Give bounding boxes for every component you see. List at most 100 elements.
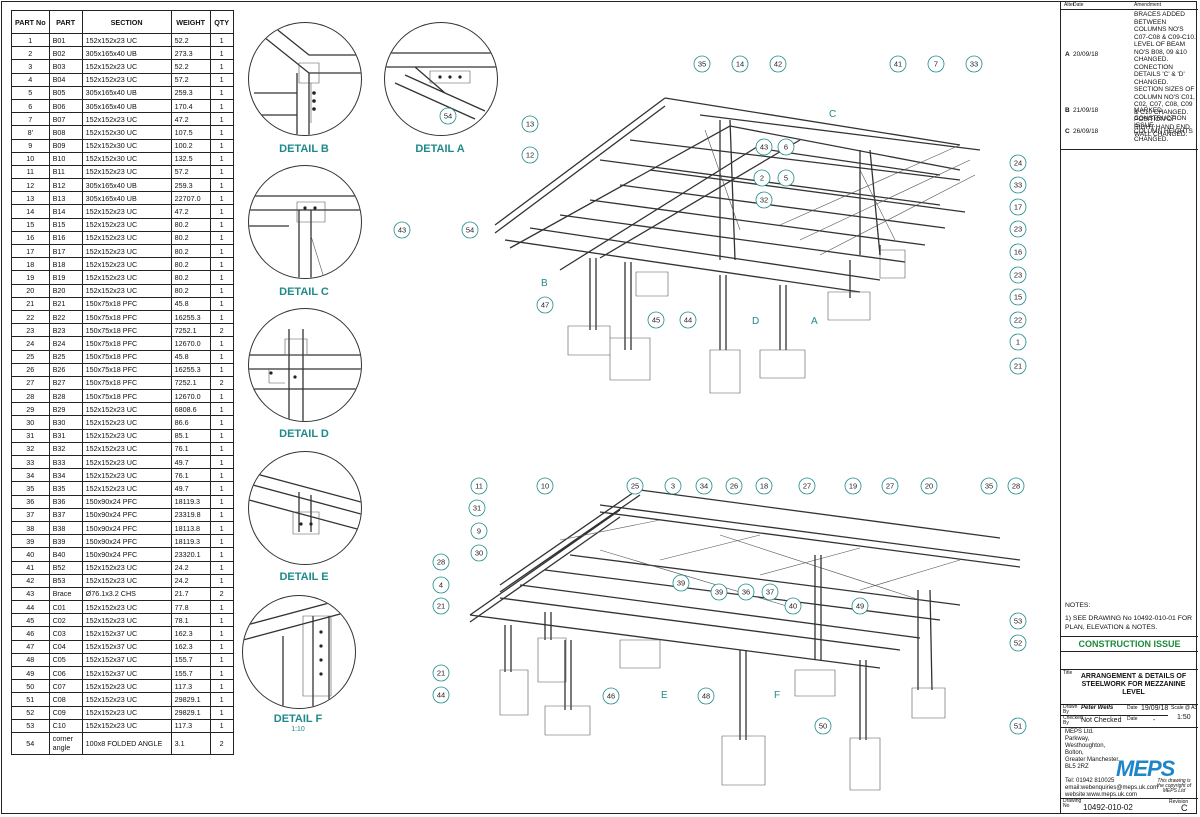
balloon-number: 18 bbox=[760, 482, 768, 491]
view-letter-e: E bbox=[661, 690, 668, 701]
balloon-number: 17 bbox=[1014, 203, 1022, 212]
view-letter-c: C bbox=[829, 109, 836, 120]
bottom-assembly bbox=[469, 487, 1021, 791]
balloon-number: 21 bbox=[437, 602, 445, 611]
balloon-top: 2 bbox=[753, 169, 771, 187]
detail-b-view bbox=[248, 22, 362, 136]
balloon-number: 28 bbox=[1012, 482, 1020, 491]
balloon-circle bbox=[1009, 176, 1027, 194]
revision-c-date: 26/09/18 bbox=[1073, 128, 1099, 135]
checked-label: Checked By bbox=[1063, 715, 1083, 726]
balloon-circle bbox=[602, 687, 620, 705]
balloon-circle bbox=[1009, 612, 1027, 630]
balloon-circle bbox=[1009, 333, 1027, 351]
balloon-bottom: 35 bbox=[980, 477, 998, 495]
drawn-label: Drawn By bbox=[1063, 704, 1078, 715]
balloon-bottom: 52 bbox=[1009, 634, 1027, 652]
balloon-number: 49 bbox=[856, 602, 864, 611]
balloon-circle bbox=[755, 477, 773, 495]
view-letters: C B D A E F bbox=[541, 109, 836, 701]
revision-a-letter: A bbox=[1065, 51, 1070, 58]
balloon-circle bbox=[784, 597, 802, 615]
balloon-circle bbox=[468, 499, 486, 517]
balloon-bottom: 30 bbox=[470, 544, 488, 562]
balloon-number: 27 bbox=[803, 482, 811, 491]
table-cell: 2 bbox=[209, 731, 234, 755]
header-qty: QTY bbox=[209, 10, 234, 34]
balloon-top: 17 bbox=[1009, 198, 1027, 216]
detail-a-label: DETAIL A bbox=[415, 143, 465, 155]
revision-label: Revision bbox=[1169, 799, 1189, 805]
revision-value: C bbox=[1181, 803, 1188, 813]
balloon-number: 24 bbox=[1014, 159, 1022, 168]
view-letter-b: B bbox=[541, 278, 548, 289]
balloon-circle bbox=[710, 583, 728, 601]
balloon-bottom: 28 bbox=[432, 553, 450, 571]
table-cell: 1 bbox=[209, 98, 234, 114]
balloon-circle bbox=[1007, 477, 1025, 495]
balloon-number: 44 bbox=[684, 316, 692, 325]
table-cell: B04 bbox=[48, 72, 83, 87]
balloon-number: 10 bbox=[541, 482, 549, 491]
balloon-circle bbox=[769, 55, 787, 73]
table-cell: 259.3 bbox=[170, 85, 211, 100]
revision-a-text: BRACES ADDED BETWEEN COLUMNS No's C07-C0… bbox=[1134, 11, 1196, 138]
detail-d-label: DETAIL D bbox=[279, 428, 329, 440]
balloon-top: 15 bbox=[1009, 288, 1027, 306]
balloon-circle bbox=[927, 55, 945, 73]
balloon-bottom: 9 bbox=[470, 522, 488, 540]
balloon-number: 25 bbox=[631, 482, 639, 491]
balloon-number: 9 bbox=[477, 527, 481, 536]
balloon-bottom: 26 bbox=[725, 477, 743, 495]
balloon-circle bbox=[521, 115, 539, 133]
balloon-circle bbox=[1009, 634, 1027, 652]
balloon-top: 23 bbox=[1009, 220, 1027, 238]
rev-header-amendment: Amendment bbox=[1134, 2, 1161, 8]
balloon-top: 45 bbox=[647, 311, 665, 329]
detail-c-drawing bbox=[249, 195, 361, 278]
balloon-number: 33 bbox=[1014, 181, 1022, 190]
table-cell: 57.2 bbox=[170, 72, 211, 87]
balloon-number: 4 bbox=[439, 581, 443, 590]
balloon-circle bbox=[851, 597, 869, 615]
balloon-circle bbox=[1009, 198, 1027, 216]
balloon-bottom: 3 bbox=[664, 477, 682, 495]
balloon-top: 41 bbox=[889, 55, 907, 73]
scale-label: Scale @ A3 bbox=[1171, 705, 1198, 711]
drawn-by: Peter Wells bbox=[1081, 705, 1114, 711]
balloon-circle bbox=[664, 477, 682, 495]
scale-value: 1:50 bbox=[1177, 714, 1191, 721]
balloon-top: 43 bbox=[393, 221, 411, 239]
balloon-top: 35 bbox=[693, 55, 711, 73]
balloon-circle bbox=[432, 664, 450, 682]
balloon-top: 6 bbox=[777, 138, 795, 156]
balloon-number: 28 bbox=[437, 558, 445, 567]
balloon-number: 37 bbox=[766, 588, 774, 597]
balloon-number: 1 bbox=[1016, 338, 1020, 347]
table-cell: 1 bbox=[209, 85, 234, 100]
notes-text: 1) SEE DRAWING No 10492-010-01 FOR PLAN,… bbox=[1065, 615, 1193, 631]
balloon-top: 13 bbox=[521, 115, 539, 133]
balloon-circle bbox=[470, 522, 488, 540]
balloon-top: 44 bbox=[679, 311, 697, 329]
copyright-note: This drawing is the copyright of MEPS Lt… bbox=[1156, 778, 1192, 794]
rev-header-date: Date bbox=[1073, 2, 1084, 8]
balloon-number: 34 bbox=[700, 482, 708, 491]
balloon-bottom: 48 bbox=[697, 687, 715, 705]
balloon-circle bbox=[881, 477, 899, 495]
balloon-circle bbox=[536, 477, 554, 495]
balloon-top: 23 bbox=[1009, 266, 1027, 284]
checked-date: - bbox=[1153, 717, 1156, 724]
rev-header-alter: Alter bbox=[1064, 2, 1075, 8]
balloon-number: 36 bbox=[742, 588, 750, 597]
